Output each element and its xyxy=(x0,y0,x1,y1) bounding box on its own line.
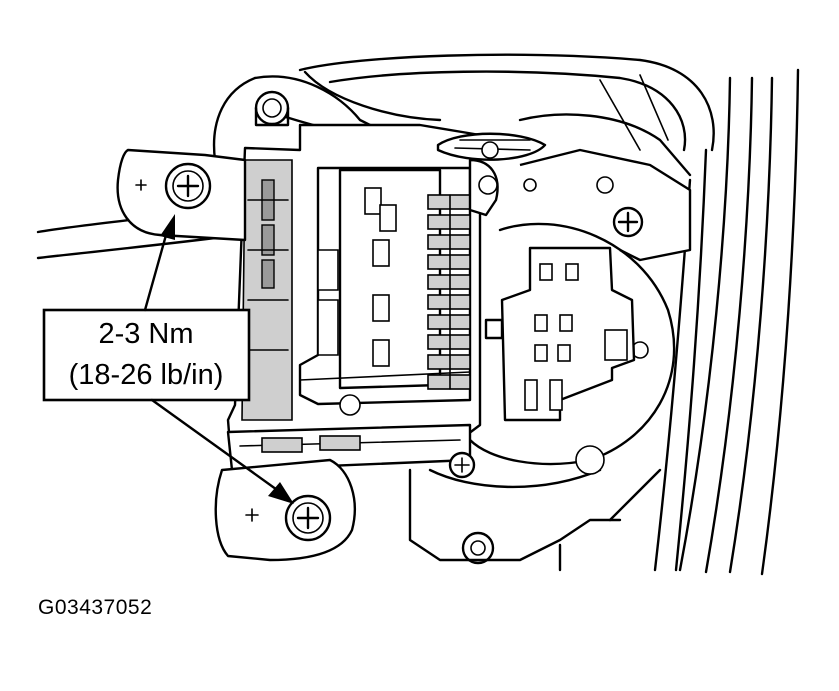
top-tab xyxy=(436,132,547,161)
lower-mounting-tab xyxy=(214,458,356,562)
leader-arrows xyxy=(143,214,294,504)
inner-connector xyxy=(298,158,499,406)
right-mounting-plate xyxy=(519,148,692,262)
upper-mounting-tab xyxy=(116,148,247,242)
right-trim xyxy=(653,68,800,576)
round-housing xyxy=(428,222,676,489)
top-left-bolt xyxy=(254,90,290,127)
figure-id: G03437052 xyxy=(38,596,153,619)
upper-housing xyxy=(298,53,715,177)
right-connector xyxy=(484,246,636,422)
lower-screw-icon xyxy=(296,506,320,530)
torque-callout: 2-3 Nm (18-26 lb/in) xyxy=(42,308,251,402)
upper-arrowhead xyxy=(160,214,175,240)
torque-value-nm: 2-3 Nm xyxy=(98,318,193,350)
misc-hardware xyxy=(339,394,662,572)
lower-arrowhead xyxy=(268,482,294,504)
terminal-pins xyxy=(427,194,471,390)
torque-value-lbin: (18-26 lb/in) xyxy=(69,359,224,391)
upper-screw-icon xyxy=(176,174,200,198)
